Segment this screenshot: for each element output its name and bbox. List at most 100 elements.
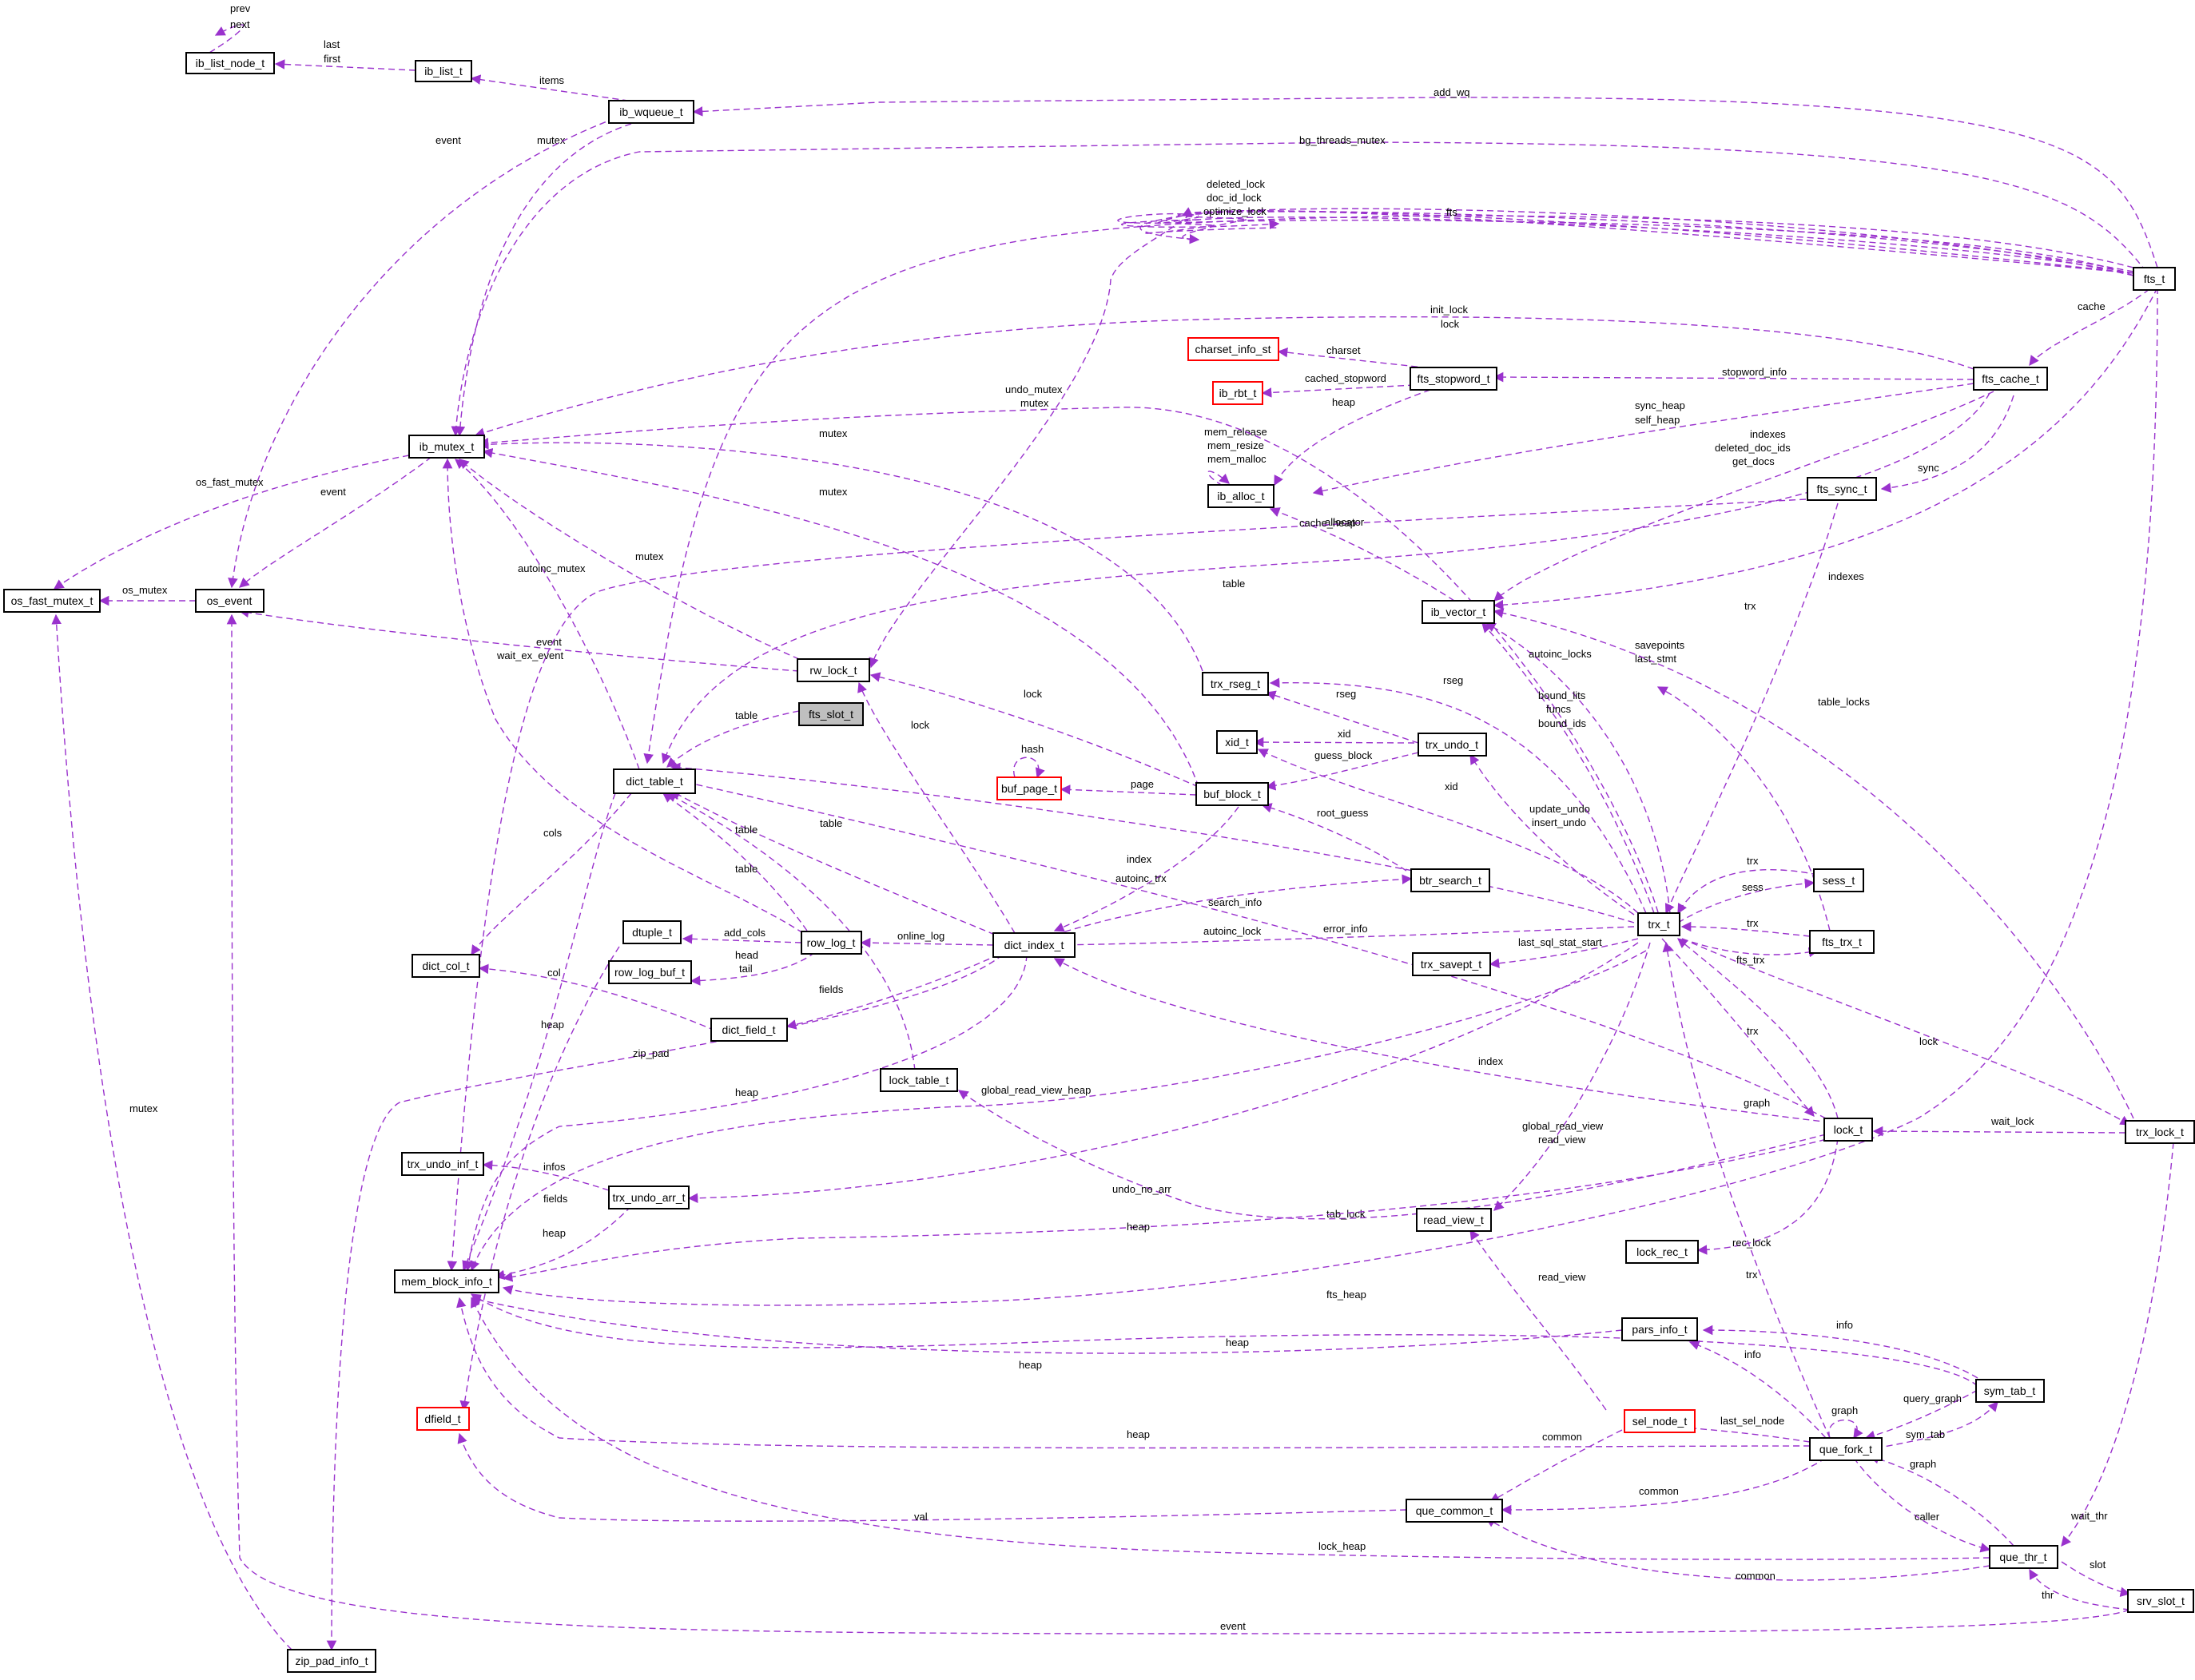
node-sess_t[interactable]: sess_t: [1813, 868, 1864, 892]
node-ib_alloc_t[interactable]: ib_alloc_t: [1207, 484, 1274, 508]
node-ib_list_t[interactable]: ib_list_t: [415, 60, 472, 82]
node-trx_undo_t[interactable]: trx_undo_t: [1418, 733, 1487, 757]
edge-global_read_view: [1493, 942, 1651, 1211]
node-ib_wqueue_t[interactable]: ib_wqueue_t: [608, 100, 694, 124]
edge-label-idx-table: table: [820, 817, 842, 829]
node-buf_page_t[interactable]: buf_page_t: [996, 776, 1062, 800]
edge-global_read_view_heap: [470, 950, 1647, 1272]
edge-wait_lock: [1872, 1126, 2126, 1137]
node-trx_undo_inf_t[interactable]: trx_undo_inf_t: [401, 1152, 484, 1176]
edge-label-prev: prev: [230, 2, 251, 14]
node-ib_rbt_t[interactable]: ib_rbt_t: [1212, 381, 1263, 405]
node-fts_cache_t[interactable]: fts_cache_t: [1973, 367, 2048, 391]
node-sym_tab_t[interactable]: sym_tab_t: [1975, 1379, 2045, 1403]
edge-label-rw-event: event: [536, 636, 562, 648]
node-que_thr_t[interactable]: que_thr_t: [1989, 1545, 2058, 1569]
edge-label-buf-mutex: mutex: [819, 486, 848, 498]
edge-label-sess-trx: trx: [1747, 855, 1759, 867]
node-trx_undo_arr_t[interactable]: trx_undo_arr_t: [608, 1186, 690, 1209]
edge-rowlog-mutex: [442, 458, 804, 934]
edge-label-rl-table: table: [735, 824, 758, 836]
edge-caller: [1853, 1457, 1991, 1553]
node-os_fast_mutex_t[interactable]: os_fast_mutex_t: [3, 589, 101, 613]
node-trx_lock_t[interactable]: trx_lock_t: [2125, 1120, 2195, 1144]
node-os_event[interactable]: os_event: [195, 589, 264, 613]
node-dict_col_t[interactable]: dict_col_t: [412, 954, 480, 978]
edge-label-caller: caller: [1915, 1511, 1940, 1523]
node-xid_t[interactable]: xid_t: [1216, 730, 1258, 754]
node-que_fork_t[interactable]: que_fork_t: [1809, 1437, 1883, 1461]
node-read_view_t[interactable]: read_view_t: [1416, 1208, 1492, 1232]
node-fts_slot_t[interactable]: fts_slot_t: [798, 702, 864, 726]
edge-label-indexes: indexes: [1750, 428, 1786, 440]
node-fts_sync_t[interactable]: fts_sync_t: [1807, 477, 1877, 501]
node-zip_pad_info_t[interactable]: zip_pad_info_t: [287, 1649, 376, 1673]
node-ib_mutex_t[interactable]: ib_mutex_t: [408, 435, 485, 459]
edge-label-read_view: read_view: [1538, 1134, 1586, 1146]
edge-label-mem_malloc: mem_malloc: [1207, 453, 1266, 465]
edge-label-allocator: allocator: [1325, 516, 1365, 528]
node-dtuple_t[interactable]: dtuple_t: [622, 920, 682, 944]
node-ib_list_node_t[interactable]: ib_list_node_t: [185, 52, 275, 74]
edge-label-head: head: [735, 949, 758, 961]
node-sel_node_t[interactable]: sel_node_t: [1624, 1409, 1696, 1433]
edge-add_wq: [692, 97, 2158, 268]
edge-fork-common: [1501, 1457, 1827, 1515]
node-dict_field_t[interactable]: dict_field_t: [710, 1018, 788, 1042]
node-label: ib_wqueue_t: [619, 105, 683, 118]
edge-last_sql_stat_start: [1489, 938, 1639, 969]
edge-label-fts-indexes: indexes: [1828, 570, 1864, 582]
edge-error_info: [1059, 926, 1635, 951]
node-buf_block_t[interactable]: buf_block_t: [1195, 782, 1269, 806]
node-label: trx_undo_inf_t: [408, 1158, 479, 1170]
node-ib_vector_t[interactable]: ib_vector_t: [1422, 600, 1495, 624]
node-pars_info_t[interactable]: pars_info_t: [1621, 1317, 1698, 1341]
node-fts_stopword_t[interactable]: fts_stopword_t: [1410, 367, 1497, 391]
node-fts_t[interactable]: fts_t: [2133, 267, 2176, 291]
edge-label-fork-common: common: [1639, 1485, 1679, 1497]
node-charset_info_st[interactable]: charset_info_st: [1187, 337, 1279, 361]
node-dict_table_t[interactable]: dict_table_t: [613, 769, 696, 794]
node-label: fts_sync_t: [1816, 483, 1867, 495]
edge-sym_tab: [1865, 1401, 1998, 1451]
edge-fts-indexes: [1493, 287, 2158, 610]
edge-label-sync-trx: trx: [1744, 600, 1756, 612]
edge-label-undo_mutex: undo_mutex: [1005, 383, 1063, 395]
node-lock_rec_t[interactable]: lock_rec_t: [1625, 1240, 1699, 1264]
edge-lock-index: [1053, 958, 1831, 1123]
node-row_log_t[interactable]: row_log_t: [801, 931, 862, 955]
node-row_log_buf_t[interactable]: row_log_buf_t: [608, 960, 692, 984]
node-trx_rseg_t[interactable]: trx_rseg_t: [1202, 672, 1269, 696]
edge-fts-table: [661, 392, 1990, 765]
node-label: pars_info_t: [1632, 1323, 1687, 1336]
node-btr_search_t[interactable]: btr_search_t: [1410, 868, 1490, 892]
edge-savepoints: [1485, 622, 1671, 914]
edge-label-search_info: search_info: [1208, 896, 1262, 908]
edge-label-last_stmt: last_stmt: [1635, 653, 1676, 665]
edge-label-sync: sync: [1918, 462, 1939, 474]
edge-label-fts-table: table: [1223, 578, 1245, 590]
node-que_common_t[interactable]: que_common_t: [1406, 1499, 1503, 1523]
node-lock_table_t[interactable]: lock_table_t: [880, 1068, 958, 1092]
node-trx_savept_t[interactable]: trx_savept_t: [1412, 952, 1491, 976]
edge-label-sess: sess: [1742, 881, 1764, 893]
edge-label-fts_trx: fts_trx: [1736, 954, 1765, 966]
node-label: ib_mutex_t: [420, 440, 475, 453]
edge-buf-lock: [869, 672, 1199, 788]
node-srv_slot_t[interactable]: srv_slot_t: [2127, 1589, 2194, 1613]
node-rw_lock_t[interactable]: rw_lock_t: [797, 658, 870, 682]
edge-label-infos: infos: [543, 1161, 566, 1173]
edge-fts-locks: [871, 211, 2134, 667]
node-mem_block_info_t[interactable]: mem_block_info_t: [394, 1269, 499, 1293]
node-fts_trx_t[interactable]: fts_trx_t: [1809, 930, 1875, 954]
node-dfield_t[interactable]: dfield_t: [416, 1407, 470, 1431]
node-label: rw_lock_t: [809, 664, 857, 677]
node-label: os_event: [207, 594, 253, 607]
node-trx_t[interactable]: trx_t: [1637, 912, 1680, 936]
edge-label-funcs: funcs: [1546, 703, 1572, 715]
edge-fork-info: [1688, 1340, 1827, 1439]
node-lock_t[interactable]: lock_t: [1823, 1118, 1873, 1142]
edge-label-sel-common: common: [1542, 1431, 1582, 1443]
node-label: charset_info_st: [1195, 343, 1271, 355]
node-dict_index_t[interactable]: dict_index_t: [992, 932, 1076, 958]
